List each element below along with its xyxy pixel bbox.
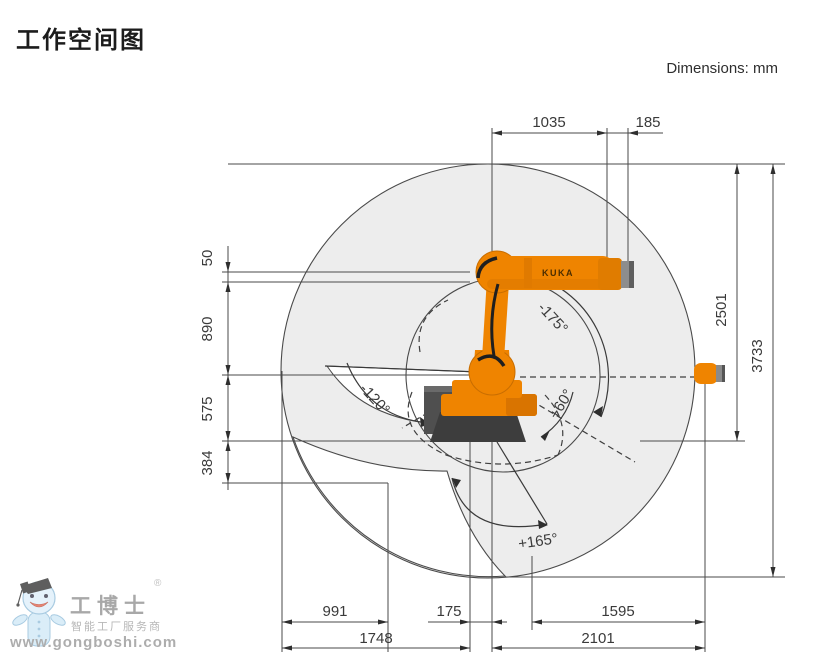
dim-label-bottom-1748: 1748 — [359, 630, 392, 647]
dim-label-right-1: 2501 — [713, 293, 730, 326]
dim-label-bottom-2101: 2101 — [581, 630, 614, 647]
angle-label-bottom: +165° — [517, 530, 559, 552]
watermark-brand: 工博士 — [70, 594, 151, 618]
envelope-lower-cutout — [292, 435, 507, 578]
dim-label-top-1: 1035 — [532, 114, 565, 131]
line-a-plus165 — [496, 441, 548, 525]
watermark-website: www.gongboshi.com — [10, 634, 178, 651]
wrist-at-max-reach — [694, 363, 725, 384]
robot-brand-label: KUKA — [542, 268, 574, 278]
dim-label-right-2: 3733 — [749, 339, 766, 372]
line-a-minus120 — [324, 365, 481, 373]
watermark-tagline: 智能工厂服务商 — [71, 621, 162, 633]
dim-label-left-3: 575 — [199, 396, 216, 421]
page-title: 工作空间图 — [16, 27, 146, 54]
dim-label-bottom-991: 991 — [322, 603, 347, 620]
registered-mark: ® — [154, 578, 162, 589]
units-note: Dimensions: mm — [666, 60, 778, 77]
dim-label-bottom-175: 175 — [436, 603, 461, 620]
mascot-icon — [12, 578, 66, 647]
robot: KUKA — [424, 250, 634, 442]
robot-wrist — [598, 258, 622, 290]
dim-label-bottom-1595: 1595 — [601, 603, 634, 620]
dimension-arrowheads — [225, 130, 776, 651]
watermark-logo: 工博士 ® 智能工厂服务商 www.gongboshi.com — [8, 574, 208, 656]
robot-base-plate — [430, 412, 526, 442]
dim-label-left-2: 890 — [199, 316, 216, 341]
robot-lower-arm — [481, 278, 509, 376]
dim-label-left-4: 384 — [199, 450, 216, 475]
dim-label-left-1: 50 — [199, 250, 216, 267]
arc-a-plus165 — [451, 477, 548, 528]
dim-label-top-2: 185 — [635, 114, 660, 131]
arc-a-minus120 — [346, 362, 429, 424]
